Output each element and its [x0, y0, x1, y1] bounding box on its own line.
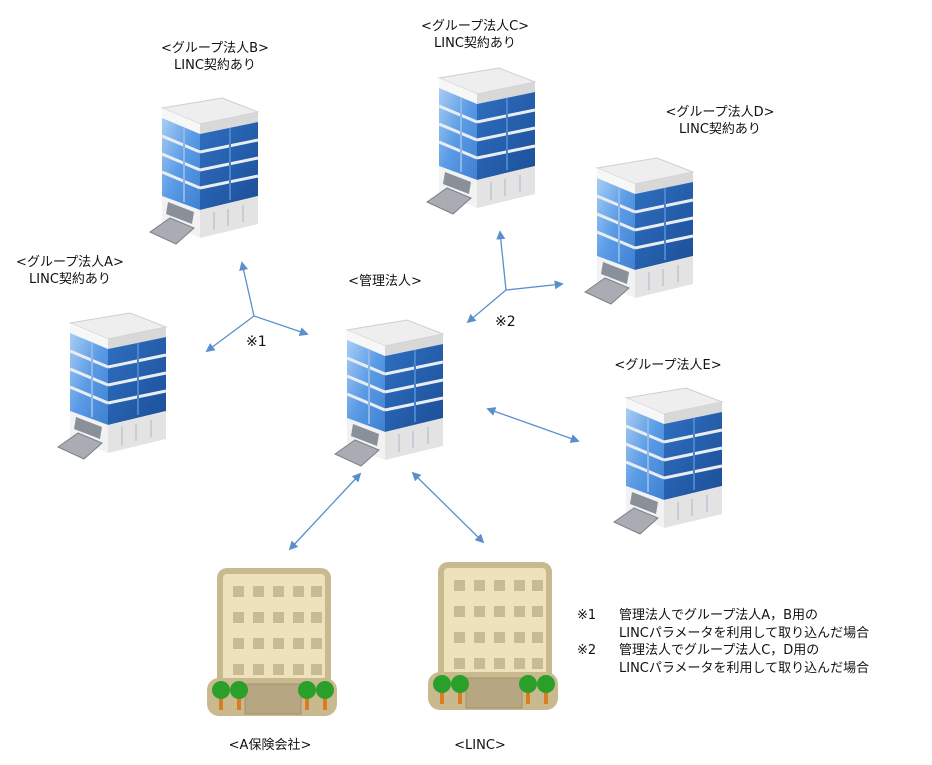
group-b-subtitle: LINC契約あり — [174, 58, 256, 73]
footnote-2-cont: LINCパラメータを利用して取り込んだ場合 — [577, 660, 869, 678]
group-e-title: <グループ法人E> — [614, 358, 722, 373]
footnotes: ※1 管理法人でグループ法人A，B用の LINCパラメータを利用して取り込んだ場… — [577, 607, 869, 677]
manager-title: <管理法人> — [348, 274, 422, 289]
group-c-subtitle: LINC契約あり — [434, 36, 516, 51]
mark-2: ※2 — [495, 314, 516, 330]
linc-title: <LINC> — [454, 738, 506, 753]
arrow-manager-insurer — [288, 472, 362, 551]
group-d-title: <グループ法人D> — [665, 105, 775, 120]
group-c-label: <グループ法人C> LINC契約あり — [405, 18, 545, 52]
arrow-m1-to-b — [239, 261, 255, 317]
group-a-title: <グループ法人A> — [16, 255, 124, 270]
footnote-1: ※1 管理法人でグループ法人A，B用の — [577, 607, 869, 625]
footnote-2-line-2: LINCパラメータを利用して取り込んだ場合 — [619, 660, 870, 676]
group-c-title: <グループ法人C> — [420, 19, 530, 34]
group-b-label: <グループ法人B> LINC契約あり — [160, 40, 270, 74]
arrow-m2-to-manager — [466, 289, 507, 324]
insurer-label: <A保険会社> — [210, 737, 330, 754]
footnote-indent — [577, 625, 619, 643]
insurer-title: <A保険会社> — [228, 738, 312, 753]
group-a-label: <グループ法人A> LINC契約あり — [0, 254, 140, 288]
arrow-m2-to-d — [505, 280, 564, 291]
arrow-m1-to-manager — [253, 315, 309, 336]
group-d-label: <グループ法人D> LINC契約あり — [650, 104, 790, 138]
group-b-title: <グループ法人B> — [161, 41, 269, 56]
arrow-manager-linc — [411, 471, 485, 544]
linc-label: <LINC> — [440, 737, 520, 754]
footnote-2: ※2 管理法人でグループ法人C，D用の — [577, 642, 869, 660]
footnote-1-line-2: LINCパラメータを利用して取り込んだ場合 — [619, 625, 870, 641]
footnote-1-mark: ※1 — [577, 608, 597, 623]
arrow-m2-to-c — [496, 230, 507, 291]
arrow-manager-e — [486, 407, 580, 443]
group-a-subtitle: LINC契約あり — [29, 272, 111, 287]
manager-label: <管理法人> — [330, 273, 440, 290]
footnote-1-line-1: 管理法人でグループ法人A，B用の — [619, 608, 819, 623]
footnote-2-line-1: 管理法人でグループ法人C，D用の — [619, 643, 820, 658]
footnote-2-mark: ※2 — [577, 643, 597, 658]
group-e-label: <グループ法人E> — [598, 357, 738, 374]
mark-1: ※1 — [246, 334, 267, 350]
footnote-indent — [577, 660, 619, 678]
footnote-1-cont: LINCパラメータを利用して取り込んだ場合 — [577, 625, 869, 643]
group-d-subtitle: LINC契約あり — [679, 122, 761, 137]
arrow-m1-to-a — [205, 315, 255, 353]
